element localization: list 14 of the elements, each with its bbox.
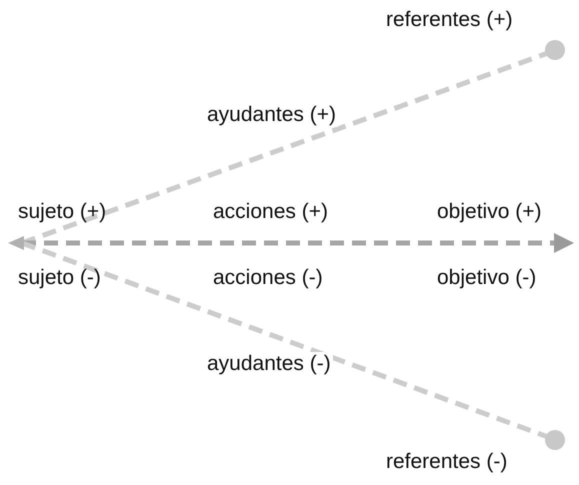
node-caption: referentes (-): [386, 450, 508, 474]
triangle-tip: [8, 236, 24, 250]
node-caption: sujeto (-): [18, 266, 101, 290]
edge-label: ayudantes (-): [205, 352, 333, 376]
text-label: acciones (+): [213, 200, 328, 224]
edge-label: ayudantes (+): [205, 103, 338, 127]
node-caption: sujeto (+): [18, 200, 106, 224]
node-caption: referentes (+): [386, 8, 513, 32]
end-dot: [545, 430, 565, 450]
end-dot: [545, 40, 565, 60]
dashed-arrow: [22, 233, 574, 253]
text-label: objetivo (-): [437, 266, 536, 290]
text-label: acciones (-): [213, 266, 323, 290]
text-label: objetivo (+): [437, 200, 542, 224]
